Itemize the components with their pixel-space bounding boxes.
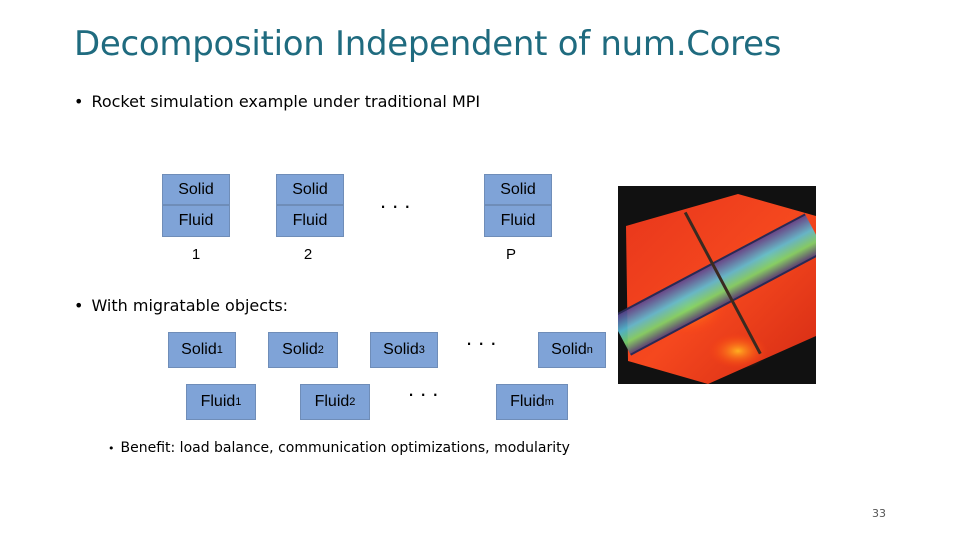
bullet-migratable-text: With migratable objects: (91, 296, 289, 315)
rocket-simulation-heatmap-icon (610, 186, 826, 384)
fluid-label: Fluid (510, 393, 545, 410)
solid-label: Solid (282, 341, 318, 358)
bullet-benefit-text: Benefit: load balance, communication opt… (120, 440, 570, 456)
mpi-solid-box-p: Solid (484, 174, 552, 205)
bullet-dot: • (108, 442, 115, 455)
bullet-mpi: • Rocket simulation example under traditi… (74, 92, 480, 111)
mpi-ellipsis: ... (380, 188, 417, 213)
mpi-fluid-box-1: Fluid (162, 205, 230, 237)
mpi-proc-label-p: P (505, 246, 516, 263)
mpi-fluid-box-2: Fluid (276, 205, 344, 237)
bullet-migratable: • With migratable objects: (74, 296, 288, 315)
migratable-solid-ellipsis: ... (466, 325, 503, 350)
fluid-label: Fluid (314, 393, 350, 410)
bullet-dot: • (74, 92, 84, 111)
mpi-proc-label-1: 1 (191, 246, 201, 263)
migratable-fluid-ellipsis: ... (408, 376, 445, 401)
mpi-fluid-box-p: Fluid (484, 205, 552, 237)
fluid-label: Fluid (200, 393, 236, 410)
bullet-dot: • (74, 296, 84, 315)
bullet-mpi-text: Rocket simulation example under traditio… (91, 92, 481, 111)
mpi-solid-box-1: Solid (162, 174, 230, 205)
mpi-solid-box-2: Solid (276, 174, 344, 205)
solid-label: Solid (383, 341, 419, 358)
slide-title: Decomposition Independent of num.Cores (74, 24, 782, 64)
mpi-proc-label-2: 2 (303, 246, 313, 263)
bullet-benefit: • Benefit: load balance, communication op… (108, 440, 570, 456)
page-number: 33 (872, 507, 886, 520)
solid-label: Solid (181, 341, 217, 358)
solid-label: Solid (551, 341, 587, 358)
